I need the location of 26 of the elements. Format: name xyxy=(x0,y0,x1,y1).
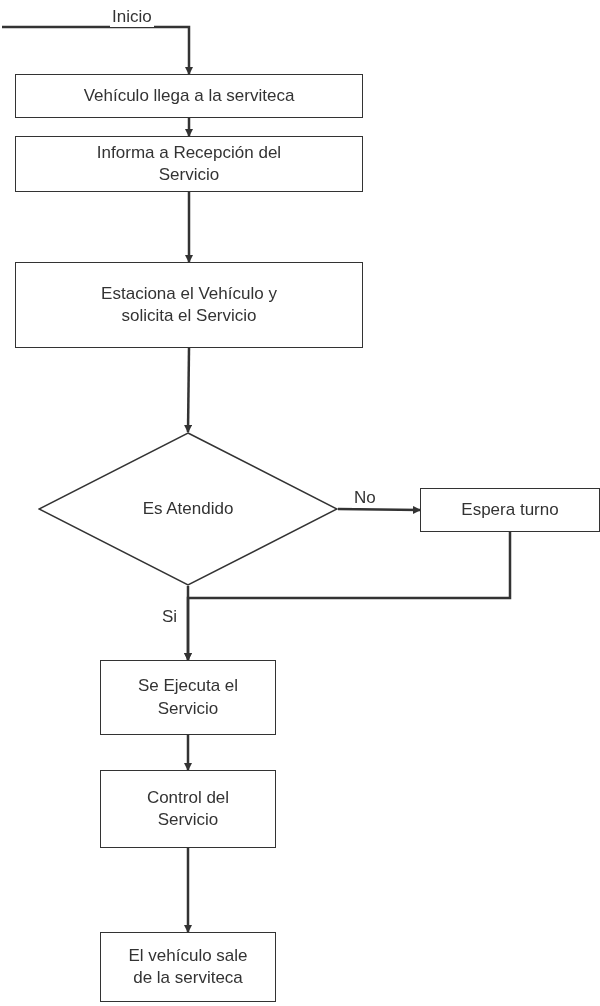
process-box xyxy=(100,770,276,848)
node-text: Es Atendido xyxy=(142,497,234,520)
arrow xyxy=(184,532,512,661)
edge-label: Inicio xyxy=(110,8,154,27)
edge-label: No xyxy=(352,489,378,508)
node-text: El vehículo sale de la serviteca xyxy=(127,944,249,989)
node-text: Informa a Recepción del Servicio xyxy=(95,141,283,186)
process-box xyxy=(15,74,363,118)
arrow xyxy=(184,348,193,433)
node-text: Espera turno xyxy=(461,498,559,521)
node-text: Control del Servicio xyxy=(145,786,231,831)
arrow xyxy=(338,505,421,514)
arrow xyxy=(184,848,192,933)
process-box xyxy=(100,660,276,735)
decision-diamond xyxy=(38,432,338,586)
arrow xyxy=(185,192,193,263)
arrow xyxy=(2,25,193,75)
process-box xyxy=(420,488,600,532)
process-box xyxy=(100,932,276,1002)
node-text: Se Ejecuta el Servicio xyxy=(136,675,240,720)
process-box xyxy=(15,136,363,192)
node-text: Estaciona el Vehículo y solicita el Servicio xyxy=(100,282,278,327)
node-text: Vehículo llega a la serviteca xyxy=(83,84,295,107)
arrow xyxy=(185,118,193,137)
arrow xyxy=(184,735,192,771)
process-box xyxy=(15,262,363,348)
